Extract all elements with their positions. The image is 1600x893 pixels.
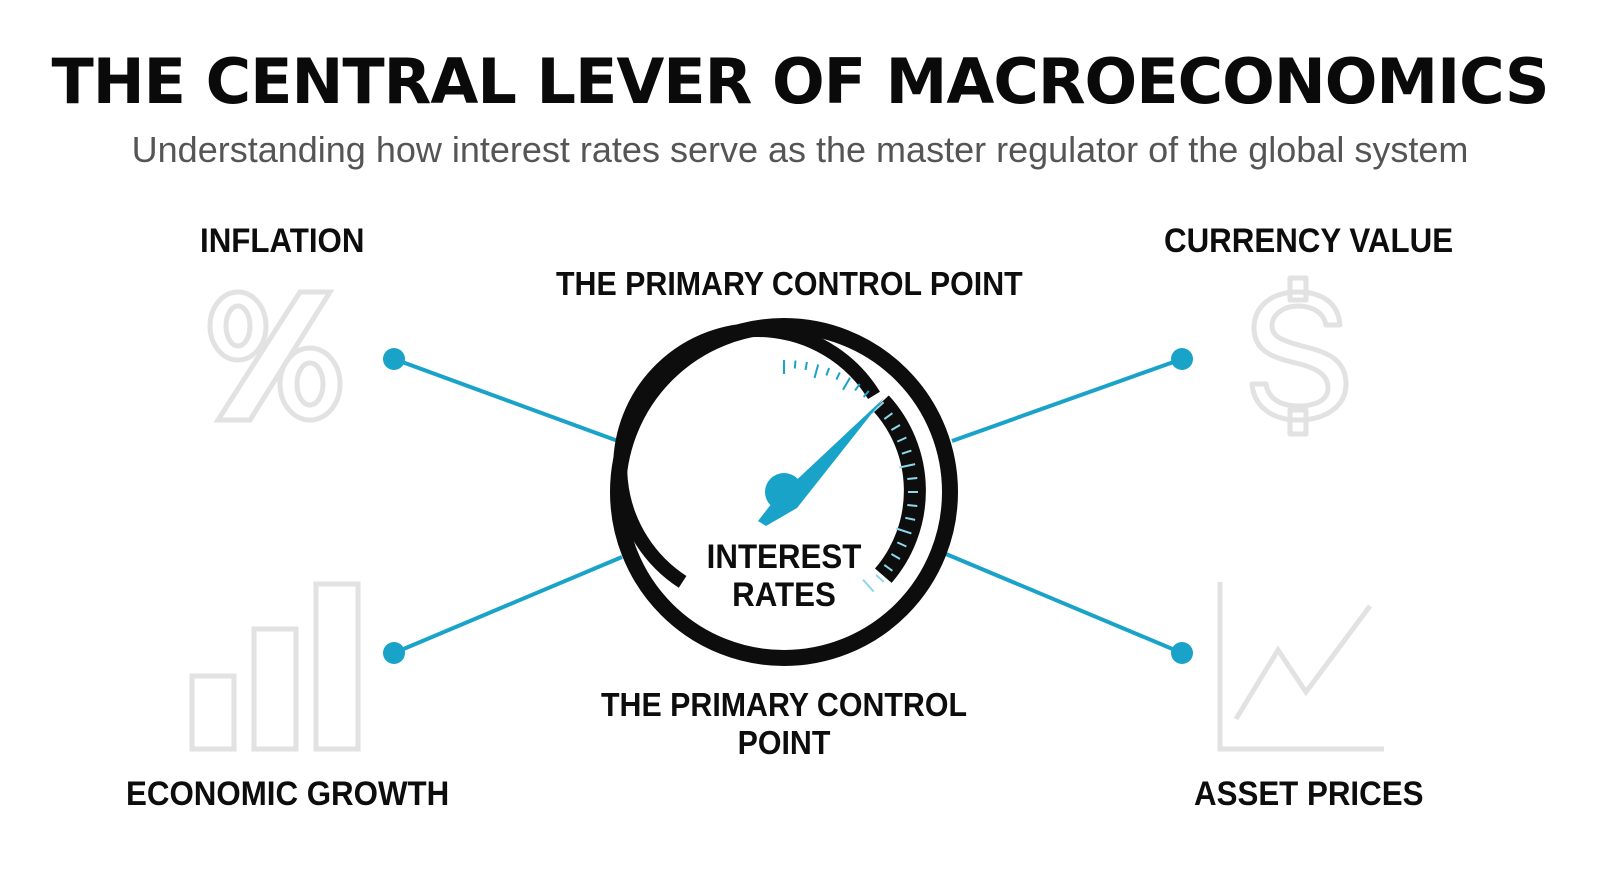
gauge-tick — [890, 424, 901, 431]
gauge-tick — [890, 553, 901, 560]
interest-rate-gauge — [610, 318, 958, 666]
gauge-tick — [804, 361, 808, 371]
label-inflation: INFLATION — [200, 222, 365, 260]
gauge-hub — [765, 473, 803, 511]
gauge-dial-band — [872, 395, 926, 583]
node-dot-growth — [383, 642, 405, 664]
label-primary-control-top: THE PRIMARY CONTROL POINT — [556, 265, 1023, 302]
gauge-tick — [854, 383, 861, 391]
label-economic-growth: ECONOMIC GROWTH — [126, 775, 450, 813]
percent-icon — [207, 289, 343, 423]
gauge-tick — [883, 412, 893, 420]
gauge-tick — [842, 377, 851, 391]
gauge-tick — [907, 477, 918, 480]
gauge-tick — [825, 367, 831, 376]
gauge-tick — [907, 504, 918, 507]
bar-chart-icon — [189, 581, 361, 752]
gauge-label: INTEREST RATES — [706, 538, 862, 614]
label-currency-value: CURRENCY VALUE — [1164, 222, 1454, 260]
gauge-tick — [875, 574, 885, 583]
dollar-icon — [1249, 275, 1349, 437]
gauge-tick — [871, 401, 885, 414]
line-chart-icon — [1217, 582, 1384, 752]
gauge-tick — [895, 527, 912, 535]
node-dot-assets — [1171, 642, 1193, 664]
page-subtitle: Understanding how interest rates serve a… — [131, 129, 1469, 170]
gauge-tick — [793, 360, 797, 369]
gauge-tick — [883, 564, 893, 572]
gauge-tick — [862, 390, 870, 398]
page-title: THE CENTRAL LEVER OF MACROECONOMICS — [51, 45, 1550, 118]
gauge-tick — [813, 364, 820, 379]
gauge-tick — [896, 541, 907, 548]
gauge-tick — [899, 463, 916, 469]
gauge-dial-ticks — [862, 401, 918, 593]
connector-inflation — [393, 357, 619, 443]
gauge-tick — [835, 371, 841, 381]
node-dot-inflation — [383, 348, 405, 370]
gauge-tick — [905, 516, 916, 521]
node-dot-currency — [1171, 348, 1193, 370]
gauge-tick — [896, 436, 907, 443]
gauge-light-ticks — [783, 360, 870, 398]
connector-growth — [393, 555, 623, 655]
gauge-tick — [901, 449, 912, 455]
label-asset-prices: ASSET PRICES — [1194, 775, 1424, 813]
gauge-tick — [862, 579, 875, 593]
gauge-outer-arc — [613, 323, 880, 588]
connector-currency — [951, 357, 1183, 443]
label-primary-control-bottom: THE PRIMARY CONTROL POINT — [600, 686, 968, 761]
connector-assets — [945, 552, 1183, 655]
